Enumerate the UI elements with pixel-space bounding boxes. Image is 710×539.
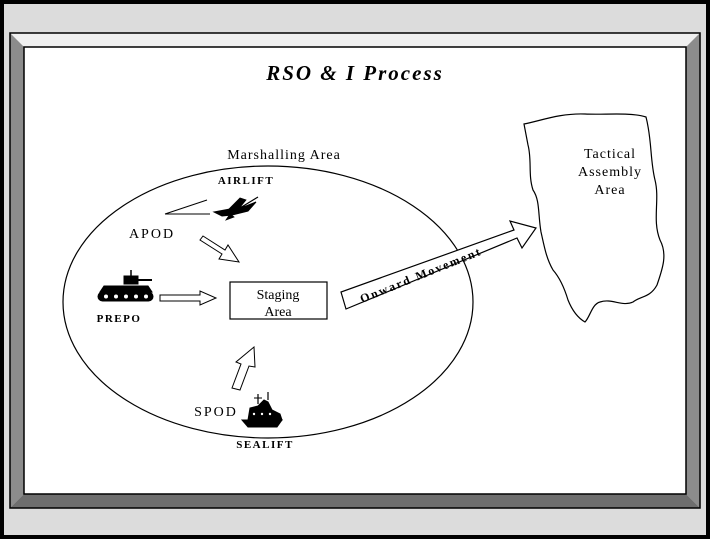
ship-icon xyxy=(240,392,283,428)
diagram-title: RSO & I Process xyxy=(265,61,444,85)
prepo-to-staging-arrow xyxy=(159,290,218,306)
marshalling-area-label: Marshalling Area xyxy=(227,148,341,163)
apod-to-staging-arrow xyxy=(199,235,241,263)
airlift-label: AIRLIFT xyxy=(218,175,274,187)
tactical-label-line2: Assembly xyxy=(578,165,642,180)
tactical-label-line1: Tactical xyxy=(584,147,636,162)
staging-area-box xyxy=(229,281,328,320)
marshalling-area-ellipse xyxy=(62,165,474,439)
airplane-icon xyxy=(164,196,259,221)
spod-label: SPOD xyxy=(194,405,238,420)
apod-label: APOD xyxy=(129,227,175,242)
tactical-label-line3: Area xyxy=(594,183,625,198)
prepo-label: PREPO xyxy=(97,313,142,325)
sealift-label: SEALIFT xyxy=(236,439,294,451)
staging-area-label-line1: Staging xyxy=(257,288,300,303)
spod-to-staging-arrow xyxy=(231,345,256,391)
staging-area-label-line2: Area xyxy=(264,305,292,320)
tank-icon xyxy=(97,270,154,302)
tactical-assembly-area-shape xyxy=(523,113,665,323)
